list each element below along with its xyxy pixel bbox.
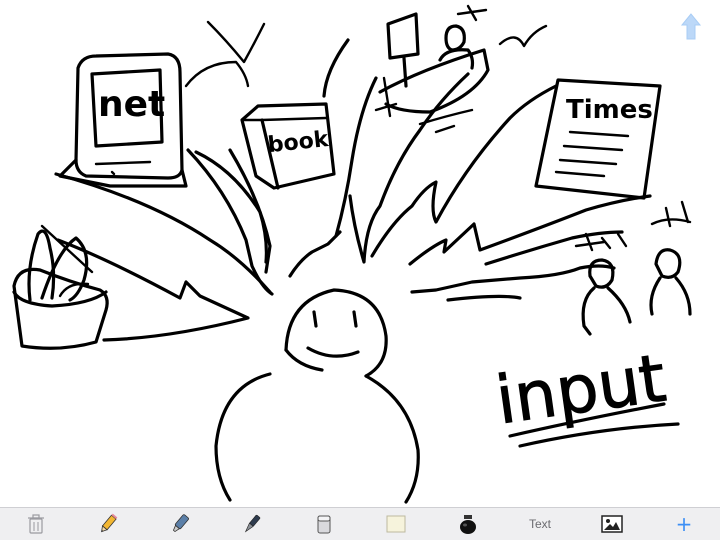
ink-bottle-tool[interactable] [432,508,504,540]
paper-tool[interactable] [360,508,432,540]
ink-bottle-icon [460,515,476,534]
add-icon: + [675,512,693,536]
computer-sketch: net [58,52,188,188]
scribble-sketch [206,20,266,64]
pencil-tool[interactable] [72,508,144,540]
trash-icon [28,514,44,534]
newspaper-sketch: Times [534,78,662,200]
toolbar: Text + [0,507,720,540]
boat-sketch [374,4,548,134]
people-sketch [574,200,692,336]
sketch-word-times: Times [566,95,653,125]
sketch-drawing: net book Tim [12,4,692,504]
paper-icon [386,515,406,533]
arrow-strokes [54,38,652,342]
text-tool[interactable]: Text [504,508,576,540]
sketch-word-book: book [267,127,331,158]
sketch-word-input: input [491,339,670,439]
share-button[interactable] [676,12,706,42]
drawing-canvas[interactable]: net book Tim [0,0,720,508]
pencil-icon [101,513,118,533]
marker-icon [172,514,189,533]
fountain-pen-tool[interactable] [216,508,288,540]
add-button[interactable]: + [648,508,720,540]
input-sketch: input [491,339,680,448]
eraser-icon [317,515,331,534]
book-sketch: book [240,102,336,190]
marker-tool[interactable] [144,508,216,540]
fountain-pen-icon [244,514,261,533]
share-icon [680,13,702,40]
image-tool[interactable] [576,508,648,540]
image-icon [601,515,623,533]
sketch-word-net: net [98,84,165,125]
trash-button[interactable] [0,508,72,540]
person-sketch [214,288,420,504]
eraser-tool[interactable] [288,508,360,540]
text-tool-label: Text [528,517,551,531]
basket-sketch [12,224,109,350]
